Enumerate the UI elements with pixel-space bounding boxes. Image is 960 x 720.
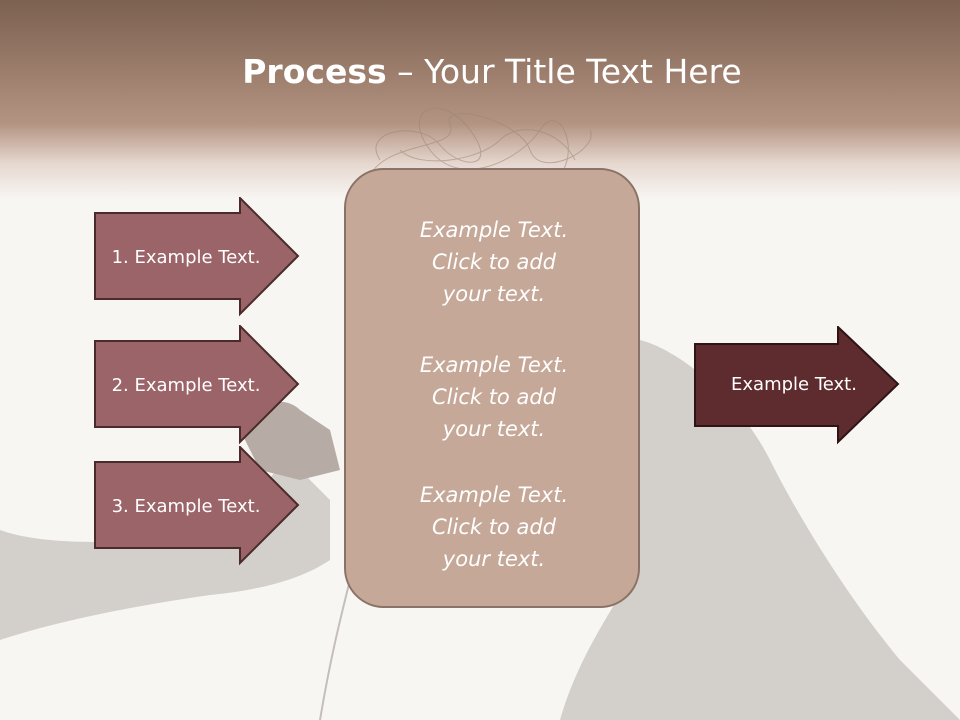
- output-arrow-label: Example Text.: [731, 373, 857, 395]
- step-arrow-1[interactable]: 1. Example Text.: [94, 197, 300, 317]
- right-arrow-shape: [694, 324, 900, 445]
- slide-title[interactable]: Process – Your Title Text Here: [0, 52, 960, 91]
- center-text-block-2[interactable]: Example Text. Click to add your text.: [346, 349, 642, 445]
- center-text-block-1[interactable]: Example Text. Click to add your text.: [346, 214, 642, 310]
- center-text-line: Example Text.: [419, 218, 569, 242]
- step-arrow-label: 3. Example Text.: [111, 495, 261, 517]
- center-text-line: Click to add: [431, 250, 556, 274]
- center-text-line: your text.: [442, 282, 546, 306]
- right-arrow-shape: [94, 446, 300, 566]
- header-band: [0, 0, 960, 200]
- center-text-block-3[interactable]: Example Text. Click to add your text.: [346, 479, 642, 575]
- center-text-box[interactable]: Example Text. Click to add your text. Ex…: [344, 168, 640, 608]
- title-rest: – Your Title Text Here: [386, 52, 742, 91]
- right-arrow-shape: [94, 197, 300, 317]
- center-text-line: your text.: [442, 417, 546, 441]
- title-bold: Process: [242, 52, 387, 91]
- step-arrow-label: 2. Example Text.: [111, 374, 261, 396]
- center-text-line: Example Text.: [419, 353, 569, 377]
- step-arrow-2[interactable]: 2. Example Text.: [94, 325, 300, 445]
- center-text-line: Click to add: [431, 515, 556, 539]
- output-arrow[interactable]: Example Text.: [694, 324, 900, 446]
- center-text-line: Example Text.: [419, 483, 569, 507]
- step-arrow-3[interactable]: 3. Example Text.: [94, 446, 300, 566]
- right-arrow-shape: [94, 325, 300, 445]
- step-arrow-label: 1. Example Text.: [111, 246, 261, 268]
- center-text-line: your text.: [442, 547, 546, 571]
- center-text-line: Click to add: [431, 385, 556, 409]
